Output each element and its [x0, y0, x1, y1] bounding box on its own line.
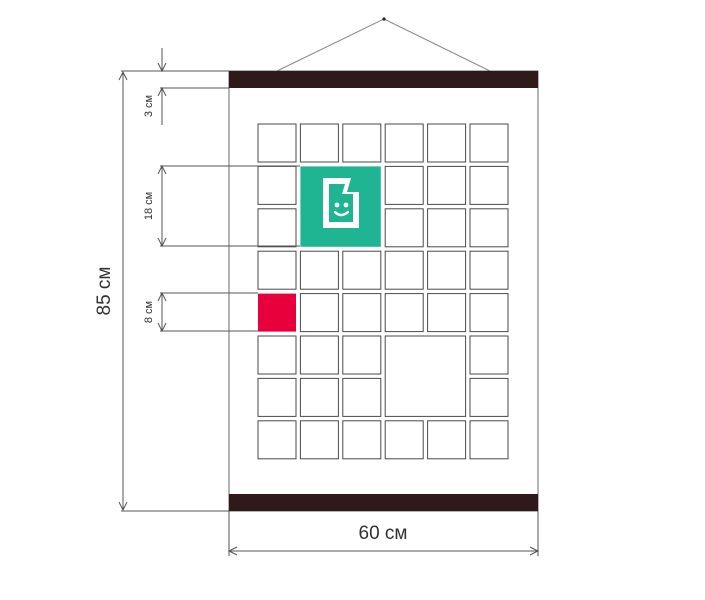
tile [384, 420, 424, 460]
smiley-page-icon [323, 178, 359, 228]
tile [384, 293, 424, 333]
tile [257, 377, 297, 417]
tile [342, 123, 382, 163]
tile [469, 377, 509, 417]
tile [384, 208, 424, 248]
tile [469, 123, 509, 163]
small-tile-label: 8 см [143, 301, 155, 323]
tile [299, 293, 339, 333]
tile [342, 420, 382, 460]
tile [299, 123, 339, 163]
tile [469, 293, 509, 333]
tile [257, 165, 297, 205]
tile [342, 293, 382, 333]
tile [469, 420, 509, 460]
large-tile-label: 18 см [143, 192, 155, 220]
tile [384, 250, 424, 290]
bottom-rail [229, 494, 538, 511]
tile [427, 293, 467, 333]
tile [469, 335, 509, 375]
tile [257, 208, 297, 248]
tile [299, 377, 339, 417]
top-margin-label: 3 см [143, 95, 155, 117]
large-tile [384, 335, 467, 417]
tile [384, 123, 424, 163]
tile [299, 420, 339, 460]
tile [427, 165, 467, 205]
tile [257, 420, 297, 460]
tile [469, 208, 509, 248]
tile [384, 165, 424, 205]
tile [469, 165, 509, 205]
tile [257, 250, 297, 290]
height-label: 85 см [94, 267, 115, 316]
tile [427, 250, 467, 290]
large-tile-dimension [157, 164, 300, 248]
tile [427, 123, 467, 163]
tile [299, 250, 339, 290]
width-dimension [227, 511, 540, 556]
hanging-string [276, 17, 491, 72]
top-rail [229, 71, 538, 88]
tile [299, 335, 339, 375]
tile [342, 377, 382, 417]
width-label: 60 см [359, 523, 408, 544]
tile [342, 250, 382, 290]
tile [257, 335, 297, 375]
small-tile-dimension [157, 291, 258, 333]
hanging-nail [382, 17, 386, 21]
tile [469, 250, 509, 290]
top-margin-dimension [157, 48, 229, 125]
height-dimension [118, 70, 229, 512]
tile [427, 208, 467, 248]
tile [427, 420, 467, 460]
red-tile [258, 293, 296, 332]
tile [257, 123, 297, 163]
tile [342, 335, 382, 375]
